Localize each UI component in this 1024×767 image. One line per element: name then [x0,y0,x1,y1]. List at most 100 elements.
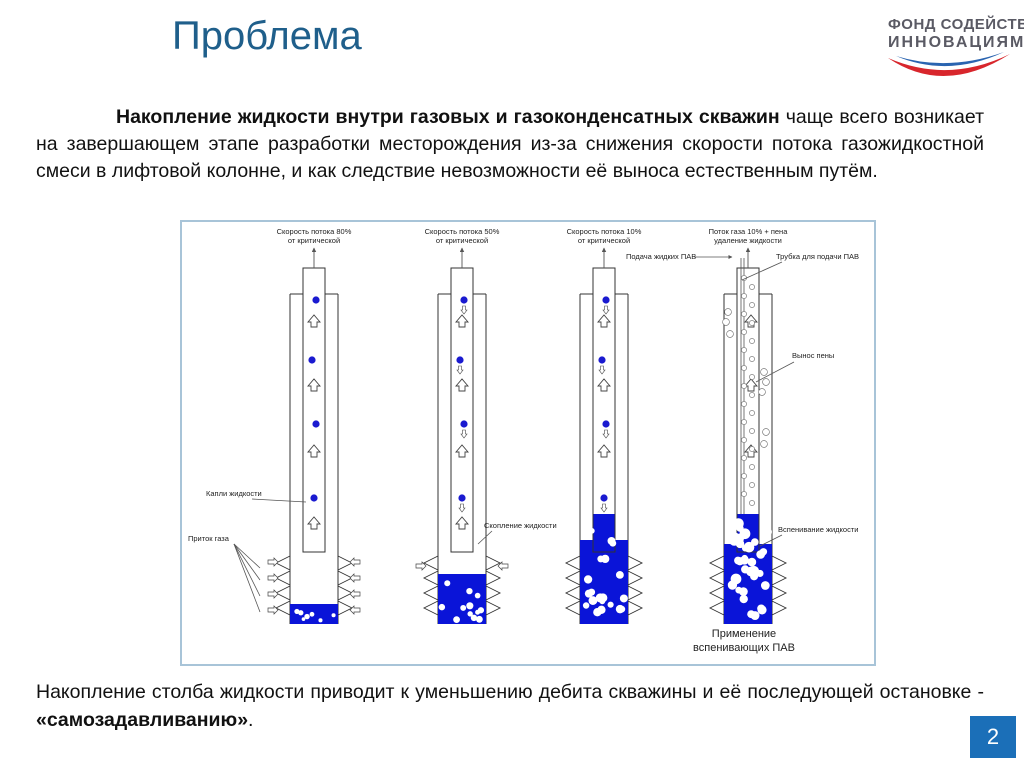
wells-diagram-canvas: Скорость потока 80% от критической Скоро… [188,227,859,654]
foam-bubble [749,284,755,290]
liquid-droplet [456,356,464,364]
gas-bubble [298,610,304,616]
well-3-label-1: Скорость потока 10% [567,227,642,236]
liquid-droplet [460,296,468,304]
droplet-fall-arrow-icon [602,305,610,315]
gas-inflow-arrow-icon [349,589,361,599]
gas-bubble [739,587,748,596]
gas-bubble [466,587,473,595]
flow-arrow-icon [455,378,469,392]
perforation-mark [564,555,581,571]
foam-bubble [741,473,747,479]
surfactant-feed-label: Подача жидких ПАВ [626,252,696,261]
gas-bubble [460,604,467,611]
perforation-mark [627,600,644,616]
perforation-mark [422,600,439,616]
foam-bubble [741,455,747,461]
perforation-mark [485,555,502,571]
flow-arrow-icon [744,378,758,392]
gas-bubble [741,554,748,562]
perforation-mark [771,600,788,616]
gas-bubble [743,541,755,553]
gas-bubble [599,598,606,605]
perforation-mark [485,600,502,616]
gas-bubble [467,611,473,617]
gas-bubble [733,518,744,529]
foam-bubble [762,378,770,386]
liquid-droplet [460,420,468,428]
perforation-mark [771,570,788,586]
foam-bubble [749,392,755,398]
gas-bubble [331,613,336,618]
gas-inflow-arrow-icon [267,573,279,583]
gas-bubble [597,555,605,563]
gas-inflow-arrow-icon [349,573,361,583]
gas-bubble [750,611,760,621]
conclusion-paragraph: Накопление столба жидкости приводит к ум… [36,678,984,734]
casing-pipe [289,293,339,624]
gas-inflow-arrow-icon [349,557,361,567]
gas-bubble [589,528,595,534]
gas-bubble [615,571,624,579]
foam-bubble [749,428,755,434]
foam-bubble [741,293,747,299]
perforation-mark [274,555,291,571]
logo-swoosh-icon [888,52,1010,77]
casing-pipe [437,293,487,624]
liquid-droplet [312,296,320,304]
gas-bubble [470,614,478,622]
foam-removal-label: Вынос пены [792,351,834,360]
droplet-fall-arrow-icon [598,365,606,375]
gas-inflow-arrow-icon [267,589,279,599]
gas-bubble [739,528,751,540]
droplet-fall-arrow-icon [600,503,608,513]
gas-inflow-arrow-icon [267,605,279,615]
liquid-droplet [602,420,610,428]
conclusion-strong: «самозадавливанию» [36,709,249,731]
perforation-mark [771,585,788,601]
slide-title: Проблема [172,14,362,58]
flow-arrow-icon [455,314,469,328]
foam-bubble [749,500,755,506]
gas-bubble [309,611,315,617]
application-label-2: вспенивающих ПАВ [693,642,795,654]
gas-bubble [730,573,742,585]
perforation-mark [337,555,354,571]
gas-bubble [739,594,748,604]
foam-bubble [722,318,730,326]
droplet-fall-arrow-icon [458,503,466,513]
liquid-column-tubing [593,514,615,540]
gas-bubble [587,588,596,596]
foam-bubble [749,320,755,326]
droplets-label: Капли жидкости [206,489,262,498]
logo-line-1: ФОНД СОДЕЙСТВИЯ [888,16,1024,33]
well-4-label-1: Поток газа 10% + пена [709,227,789,236]
gas-inflow-arrow-icon [415,561,427,571]
perforation-mark [422,570,439,586]
perforation-mark [708,585,725,601]
perforation-mark [337,585,354,601]
well-2-label-1: Скорость потока 50% [425,227,500,236]
perforation-mark [627,570,644,586]
foam-bubble [749,338,755,344]
gas-bubble [761,526,772,538]
foam-bubble [741,347,747,353]
foam-bubble [749,302,755,308]
gas-inflow-arrow-icon [267,557,279,567]
flow-arrow-icon [307,378,321,392]
intro-rest: чаще всего возникает на завершающем этап… [36,106,985,182]
foam-bubble [749,464,755,470]
gas-bubble [304,613,310,620]
perforation-mark [708,570,725,586]
perforation-mark [274,585,291,601]
gas-bubble [438,603,446,611]
gas-bubble [729,535,740,546]
foam-bubble [741,329,747,335]
foam-bubble [741,419,747,425]
gas-inflow-arrow-icon [349,605,361,615]
flow-arrow-icon [307,444,321,458]
gas-bubble [476,615,483,623]
gas-bubble [301,617,306,621]
gas-inflow-arrow-icon [497,561,509,571]
perforation-mark [708,600,725,616]
